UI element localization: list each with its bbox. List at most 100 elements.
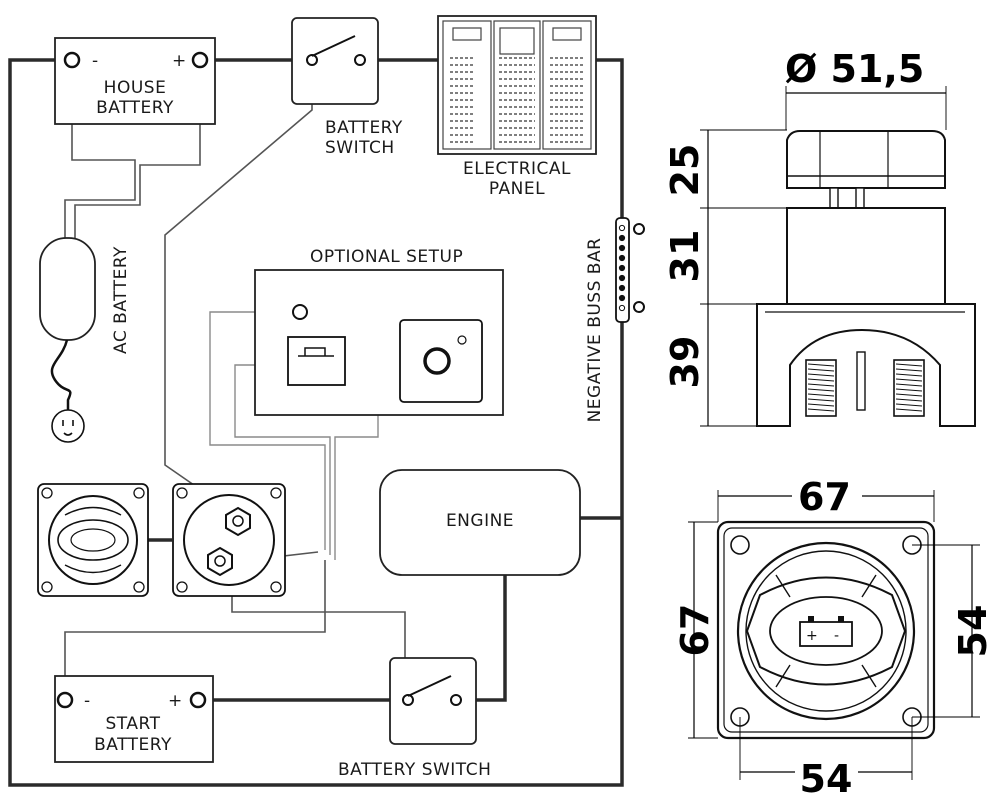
selector-to-bottom-switch-wire xyxy=(231,590,406,700)
battery-icon-glyph-plus: + xyxy=(806,628,818,644)
stud-thread-line xyxy=(895,373,923,377)
switch-top-terminal-b xyxy=(354,54,366,66)
battery-switch-bottom-label: BATTERY SWITCH xyxy=(338,760,491,780)
stud-thread-line xyxy=(895,393,923,397)
base-height-dimension: 39 xyxy=(663,336,707,389)
start-battery-label-1: START xyxy=(106,714,161,734)
battery-switch-bottom: BATTERY SWITCH xyxy=(338,657,491,780)
battery-icon-terminal-neg xyxy=(808,616,814,622)
stud-thread-line xyxy=(895,403,923,407)
selector-front-grip xyxy=(64,506,122,574)
switch-bottom-lever xyxy=(407,675,452,697)
wiring-schematic: - + HOUSE BATTERY BATTERY SWITCH ELECTRI… xyxy=(8,15,645,787)
stud-thread-line xyxy=(807,408,835,412)
battery-icon-terminal-pos xyxy=(838,616,844,622)
battery-switch-bottom-box xyxy=(389,657,477,745)
remote-switch-led-icon xyxy=(457,335,467,345)
hole-spacing-bottom-dimension: 54 xyxy=(800,757,853,800)
buss-bar-terminal xyxy=(618,254,626,262)
stud-thread-line xyxy=(807,368,835,372)
stud-thread-line xyxy=(807,403,835,407)
buss-bar-terminal xyxy=(618,294,626,302)
panel-switch-rows xyxy=(450,57,584,143)
house-battery: - + HOUSE BATTERY xyxy=(54,37,216,125)
selector-back-nut-top-hole xyxy=(232,515,244,527)
house-battery-box xyxy=(54,37,216,125)
house-battery-label-1: HOUSE xyxy=(104,78,167,98)
front-view-plate-inner xyxy=(723,527,929,733)
buss-bar-terminal xyxy=(618,274,626,282)
panel-section-2 xyxy=(493,20,541,150)
stud-thread-line xyxy=(895,388,923,392)
start-battery-negative-terminal xyxy=(56,691,74,709)
switch-front-view: 67 + - 67 54 54 xyxy=(673,475,995,800)
remote-switch-button-icon xyxy=(423,347,451,375)
ac-battery-wire-a xyxy=(64,70,136,238)
selector-front-screw-4 xyxy=(133,581,145,593)
buss-bar-mount-top xyxy=(633,223,645,235)
cap-height-dimension: 25 xyxy=(663,144,707,197)
start-battery-label-2: BATTERY xyxy=(94,735,172,755)
height-left-dimension: 67 xyxy=(673,604,717,657)
stud-thread-line xyxy=(807,378,835,382)
panel-section-1 xyxy=(442,20,492,150)
side-view-center-post xyxy=(856,351,866,411)
stud-thread-line xyxy=(895,378,923,382)
battery-icon-glyph-minus: - xyxy=(834,628,839,644)
buss-bar-terminal xyxy=(618,234,626,242)
stud-thread-line xyxy=(807,383,835,387)
buss-bar-terminals xyxy=(618,224,626,312)
optional-relay-box xyxy=(287,336,346,386)
selector-front-knob xyxy=(48,495,138,585)
selector-to-start-neg-wire xyxy=(64,560,326,700)
side-view-cap-tab-left xyxy=(829,187,839,209)
electrical-panel-label-2: PANEL xyxy=(489,179,545,199)
side-view-body xyxy=(786,207,946,305)
buss-bar-terminal xyxy=(618,244,626,252)
ac-battery-charger: AC BATTERY xyxy=(39,237,131,443)
start-battery-pos-sign: + xyxy=(168,691,183,711)
selector-back-nut-bottom xyxy=(207,546,233,577)
house-battery-label-2: BATTERY xyxy=(96,98,174,118)
electrical-panel-label-1: ELECTRICAL xyxy=(463,159,571,179)
panel-display-2 xyxy=(499,27,535,55)
selector-back-screw-3 xyxy=(176,581,188,593)
stud-thread-line xyxy=(807,363,835,367)
panel-display-3 xyxy=(552,27,582,41)
side-view-cap-tab-right xyxy=(855,187,865,209)
ac-plug-icon xyxy=(51,409,85,443)
house-battery-positive-terminal xyxy=(191,51,209,69)
selector-back-nut-top xyxy=(225,506,251,537)
side-view-stud-left xyxy=(805,359,837,417)
optional-remote-switch xyxy=(399,319,483,403)
ac-battery-label: AC BATTERY xyxy=(111,246,131,354)
house-battery-negative-terminal xyxy=(63,51,81,69)
width-top-dimension: 67 xyxy=(798,475,851,519)
stud-thread-line xyxy=(807,398,835,402)
start-battery-box xyxy=(54,675,214,763)
stud-thread-line xyxy=(807,373,835,377)
selector-switch-back xyxy=(172,483,286,597)
ac-power-cord xyxy=(50,339,72,410)
selector-back-screw-2 xyxy=(270,487,282,499)
ac-charger-body xyxy=(39,237,96,341)
panel-display-1 xyxy=(452,27,482,41)
buss-bar-mount-bottom xyxy=(633,301,645,313)
relay-symbol xyxy=(298,347,334,357)
optional-setup: OPTIONAL SETUP xyxy=(254,247,504,416)
stud-thread-line xyxy=(807,393,835,397)
stud-thread-line xyxy=(895,368,923,372)
engine: ENGINE xyxy=(379,469,581,576)
house-battery-neg-sign: - xyxy=(92,51,99,71)
body-height-dimension: 31 xyxy=(663,230,707,283)
switch-top-terminal-a xyxy=(306,54,318,66)
electrical-panel-box xyxy=(437,15,597,155)
switch-to-engine-wire xyxy=(468,575,507,702)
house-battery-pos-sign: + xyxy=(172,51,187,71)
start-battery-positive-terminal xyxy=(189,691,207,709)
side-view-stud-right xyxy=(893,359,925,417)
stud-thread-line xyxy=(807,388,835,392)
diameter-dimension: Ø 51,5 xyxy=(785,47,924,91)
mount-hole-tl xyxy=(730,535,750,555)
stud-thread-line xyxy=(895,363,923,367)
